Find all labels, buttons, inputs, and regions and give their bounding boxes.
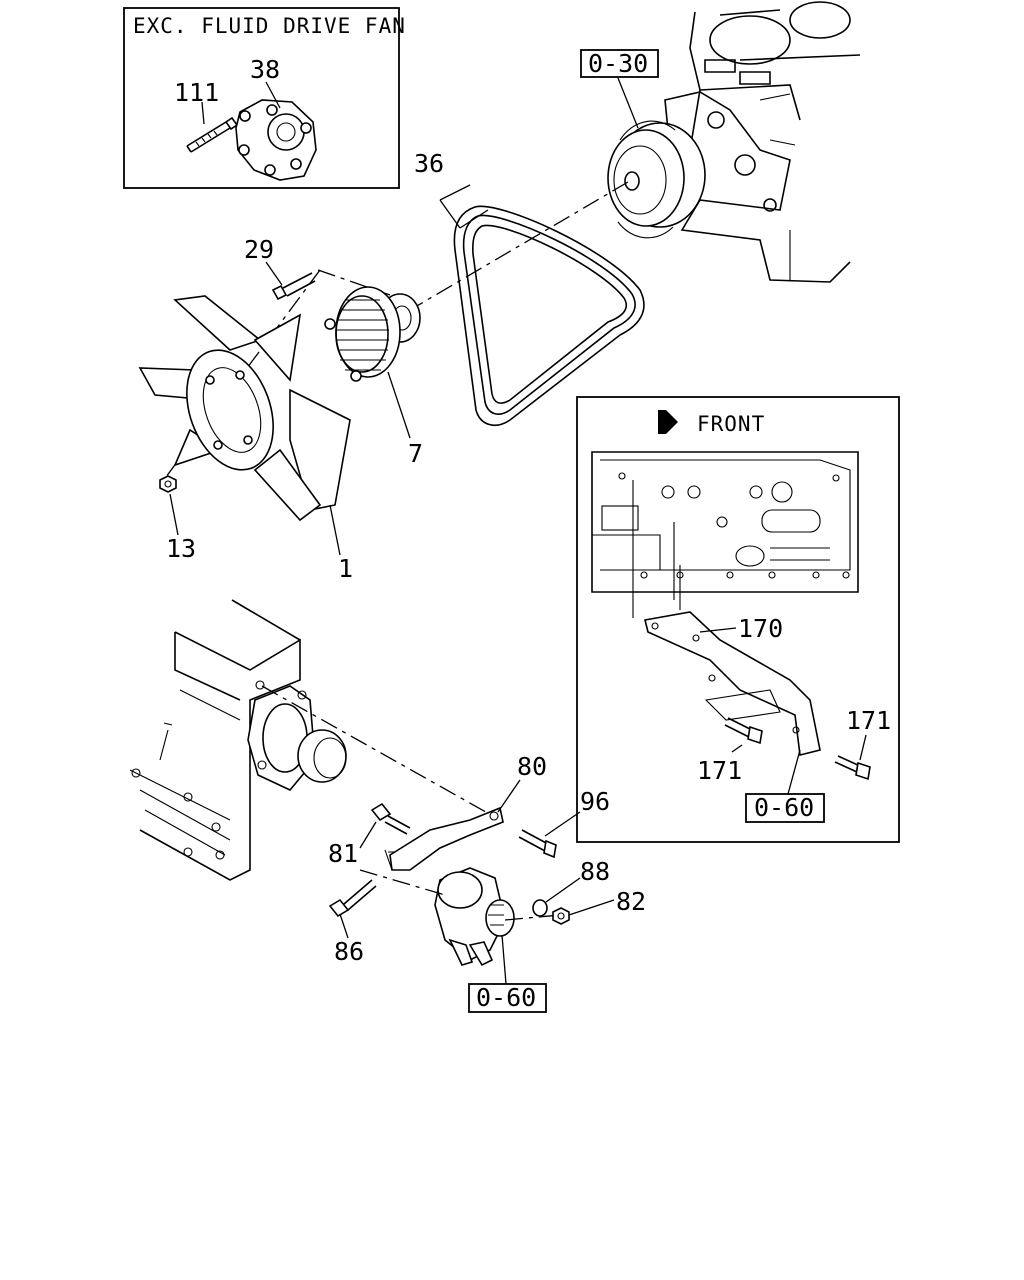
bolt-96-drawing bbox=[518, 829, 557, 859]
leader-36c bbox=[439, 199, 461, 229]
callout-38: 38 bbox=[250, 55, 280, 84]
leader-13 bbox=[169, 493, 179, 536]
compressor-pulley bbox=[607, 120, 706, 239]
ref-box-0-60-inset bbox=[745, 793, 825, 823]
axis-line-water-pump bbox=[261, 685, 501, 821]
v-belt-36-drawing bbox=[453, 205, 645, 426]
leader-38 bbox=[265, 81, 281, 109]
leader-1 bbox=[329, 504, 341, 556]
inset-front: FRONT bbox=[576, 396, 900, 843]
callout-1: 1 bbox=[338, 554, 353, 583]
nut-82-drawing bbox=[552, 907, 570, 925]
leader-0-60-lower bbox=[501, 934, 507, 985]
fan-clutch-7-drawing bbox=[324, 286, 421, 382]
ref-box-0-60-lower bbox=[468, 983, 547, 1013]
leader-96 bbox=[544, 811, 581, 837]
leader-81 bbox=[359, 821, 377, 849]
axis-line-fan bbox=[159, 269, 321, 486]
alternator-drawing bbox=[434, 867, 515, 967]
callout-171b: 171 bbox=[846, 706, 891, 735]
leader-0-60-inset bbox=[787, 749, 801, 795]
axis-line-bolt-29 bbox=[317, 269, 391, 296]
axis-line-nut-82 bbox=[504, 914, 561, 921]
callout-13: 13 bbox=[166, 534, 196, 563]
water-pump-drawing bbox=[247, 680, 347, 791]
callout-171a: 171 bbox=[697, 756, 742, 785]
leader-111 bbox=[201, 101, 205, 125]
ref-0-60-lower: 0-60 bbox=[476, 983, 536, 1012]
leader-36a bbox=[439, 184, 471, 201]
leader-86 bbox=[339, 913, 349, 939]
fan-spacer-38-drawing bbox=[235, 99, 317, 181]
leader-171b bbox=[859, 734, 867, 761]
leader-0-30 bbox=[617, 77, 639, 129]
callout-80: 80 bbox=[517, 752, 547, 781]
leader-80 bbox=[497, 779, 521, 813]
callout-82: 82 bbox=[616, 887, 646, 916]
fan-1-drawing bbox=[138, 295, 351, 522]
leader-171a bbox=[731, 744, 743, 753]
bolt-86-drawing bbox=[328, 879, 377, 918]
bolt-171a-drawing bbox=[724, 717, 763, 745]
ref-0-60-inset: 0-60 bbox=[754, 793, 814, 822]
leader-170 bbox=[699, 627, 737, 633]
ref-box-0-30 bbox=[580, 49, 659, 78]
leader-82 bbox=[568, 899, 615, 916]
bolt-171b-drawing bbox=[834, 755, 871, 781]
callout-86: 86 bbox=[334, 937, 364, 966]
inset-front-title: FRONT bbox=[697, 412, 765, 436]
callout-7: 7 bbox=[408, 439, 423, 468]
callout-96: 96 bbox=[580, 787, 610, 816]
bolt-111-drawing bbox=[186, 116, 239, 153]
axis-line-bolt-86 bbox=[359, 869, 446, 896]
front-arrow-icon bbox=[658, 410, 678, 434]
callout-111: 111 bbox=[174, 78, 219, 107]
cylinder-head-drawing bbox=[591, 451, 859, 593]
inset-fluid-drive-fan-title: EXC. FLUID DRIVE FAN bbox=[133, 14, 406, 38]
washer-88-drawing bbox=[532, 899, 548, 917]
leader-36b bbox=[459, 209, 489, 229]
bolt-29-drawing bbox=[271, 272, 316, 301]
leader-88 bbox=[545, 877, 581, 903]
nut-13-drawing bbox=[159, 475, 177, 493]
callout-170: 170 bbox=[738, 614, 783, 643]
callout-81: 81 bbox=[328, 839, 358, 868]
engine-block-lower bbox=[129, 599, 301, 881]
callout-36: 36 bbox=[414, 149, 444, 178]
bolt-81-drawing bbox=[370, 802, 411, 835]
leader-7 bbox=[387, 371, 411, 439]
engine-block-upper bbox=[664, 1, 861, 283]
axis-line-compressor bbox=[409, 181, 629, 311]
bracket-170-drawing bbox=[632, 480, 821, 756]
callout-88: 88 bbox=[580, 857, 610, 886]
ref-0-30: 0-30 bbox=[588, 49, 648, 78]
inset-fluid-drive-fan: EXC. FLUID DRIVE FAN 111 38 bbox=[123, 7, 406, 189]
callout-29: 29 bbox=[244, 235, 274, 264]
alternator-bracket-80-drawing bbox=[384, 806, 504, 871]
leader-29 bbox=[265, 261, 283, 286]
